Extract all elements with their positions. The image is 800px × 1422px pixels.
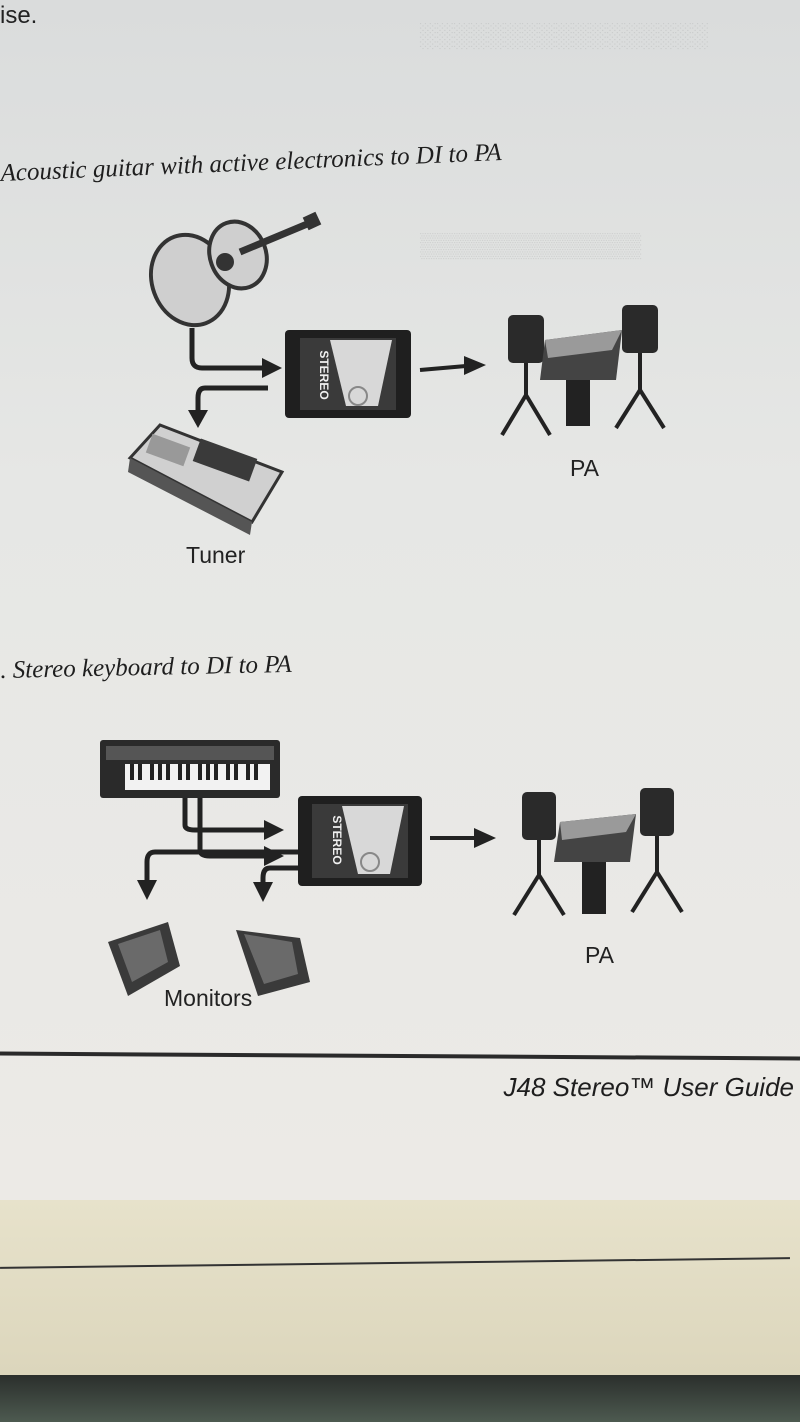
cable-arrow-keyboard-left <box>182 798 265 833</box>
cable-arrow-to-monitor-right <box>260 865 298 882</box>
footer-title: J48 Stereo™ User Guide <box>503 1072 794 1102</box>
di-box-label: STEREO <box>330 815 344 864</box>
tuner-label: Tuner <box>186 542 246 568</box>
diagram1-caption: Acoustic guitar with active electronics … <box>0 139 502 187</box>
top-text-fragment: ise. <box>0 2 38 29</box>
footer-rule <box>0 1051 800 1061</box>
tuner-icon <box>127 423 285 535</box>
diagram2-illustration: STEREO <box>100 740 684 996</box>
acoustic-guitar-icon <box>148 211 322 328</box>
underlying-page <box>0 1200 800 1375</box>
monitor-speaker-right-icon <box>236 930 310 996</box>
desk-surface <box>0 1375 800 1422</box>
cable-arrow-keyboard-right <box>197 798 265 859</box>
diagram2-caption: . Stereo keyboard to DI to PA <box>0 650 292 684</box>
keyboard-icon <box>100 740 280 798</box>
monitors-label: Monitors <box>164 985 253 1011</box>
arrow-di-to-pa <box>419 364 467 372</box>
pa-system-icon <box>500 305 666 437</box>
document-page: ░░░░░░░░░░░░░░░░░ ▒▒▒▒▒▒▒▒▒▒▒▒▒ ise. Aco… <box>0 0 800 1200</box>
cable-arrow-to-monitor-left <box>144 849 298 880</box>
pa-label-1: PA <box>570 455 599 481</box>
cable-arrow-di-to-tuner <box>195 385 268 410</box>
bleed-through-text: ░░░░░░░░░░░░░░░░░ <box>420 22 710 49</box>
di-box-label: STEREO <box>317 350 331 399</box>
monitor-speaker-left-icon <box>108 922 180 996</box>
j48-stereo-di-box: STEREO <box>298 796 422 886</box>
cable-arrow-guitar-to-di <box>189 328 262 371</box>
j48-stereo-di-box: STEREO <box>285 330 411 418</box>
diagram1-illustration: STEREO <box>127 211 666 535</box>
pa-system-icon <box>512 788 684 917</box>
pa-label-2: PA <box>585 942 614 968</box>
